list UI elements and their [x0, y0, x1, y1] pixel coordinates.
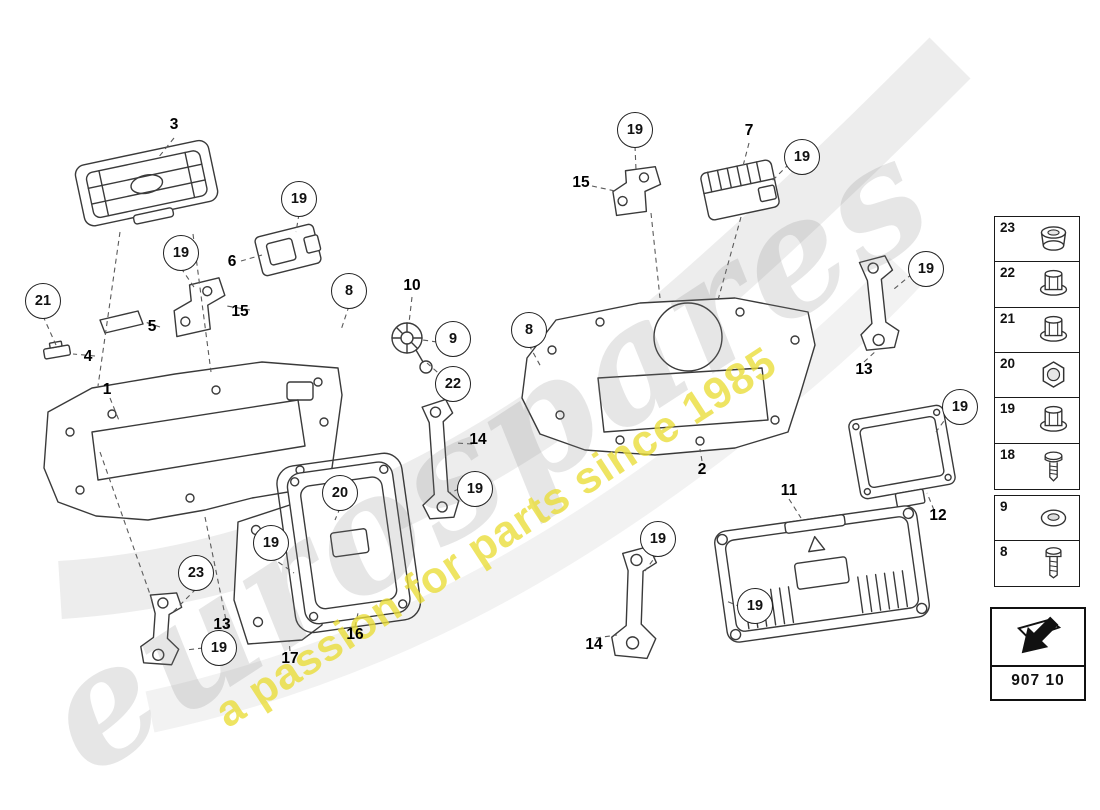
icon-area [992, 609, 1084, 667]
part-callout-19[interactable]: 19 [253, 525, 289, 561]
part-callout-8[interactable]: 8 [331, 273, 367, 309]
part-label-15[interactable]: 15 [231, 303, 249, 320]
part-label-15[interactable]: 15 [572, 174, 590, 191]
part-13-bracket-right [858, 255, 900, 351]
part-label-6[interactable]: 6 [227, 253, 237, 270]
fastener-table: 23 22 21 20 19 18 9 8 [994, 216, 1080, 587]
hex-nut-icon [1035, 356, 1072, 394]
part-callout-19[interactable]: 19 [617, 112, 653, 148]
fastener-number: 21 [1000, 310, 1016, 326]
part-label-5[interactable]: 5 [147, 318, 157, 335]
part-label-17[interactable]: 17 [281, 650, 299, 667]
part-10-sensor [391, 322, 433, 374]
fastener-row-18[interactable]: 18 [994, 442, 1080, 490]
fastener-row-8[interactable]: 8 [994, 539, 1080, 587]
part-label-2[interactable]: 2 [697, 461, 707, 478]
fastener-number: 8 [1000, 543, 1008, 559]
part-6-control-module [254, 223, 322, 277]
part-2-bracket-large-right [521, 297, 816, 456]
washer-icon [1035, 499, 1072, 537]
fastener-number: 23 [1000, 220, 1016, 235]
flange-nut-icon [1035, 311, 1072, 349]
part-label-7[interactable]: 7 [744, 122, 754, 139]
part-15-bracket-top [612, 165, 662, 217]
part-3-engine-control-unit [74, 139, 219, 227]
part-callout-19[interactable]: 19 [163, 235, 199, 271]
part-16-control-unit [276, 452, 422, 634]
part-label-4[interactable]: 4 [83, 348, 93, 365]
part-callout-21[interactable]: 21 [25, 283, 61, 319]
part-callout-20[interactable]: 20 [322, 475, 358, 511]
part-callout-9[interactable]: 9 [435, 321, 471, 357]
fastener-number: 9 [1000, 498, 1008, 514]
fastener-row-20[interactable]: 20 [994, 351, 1080, 399]
direction-arrow-icon [1016, 616, 1062, 654]
part-15-bracket-left [173, 277, 226, 338]
fastener-number: 18 [1000, 446, 1016, 462]
part-14-bracket-bottom [611, 545, 658, 660]
part-callout-19[interactable]: 19 [457, 471, 493, 507]
fastener-row-23[interactable]: 23 [994, 216, 1080, 263]
bushing-icon [1035, 220, 1072, 258]
part-label-1[interactable]: 1 [102, 381, 112, 398]
part-callout-19[interactable]: 19 [942, 389, 978, 425]
bolt-icon [1035, 544, 1072, 582]
part-label-11[interactable]: 11 [780, 482, 798, 499]
fastener-row-19[interactable]: 19 [994, 397, 1080, 445]
part-callout-19[interactable]: 19 [737, 588, 773, 624]
screw-icon [1035, 447, 1072, 485]
diagram-reference-box[interactable]: 907 10 [990, 607, 1086, 701]
part-callout-19[interactable]: 19 [784, 139, 820, 175]
part-callout-19[interactable]: 19 [908, 251, 944, 287]
part-callout-19[interactable]: 19 [201, 630, 237, 666]
part-7-control-module-top [700, 159, 780, 221]
part-1-bracket-large-left [43, 361, 343, 521]
part-14-bracket-middle [421, 398, 460, 520]
part-label-13[interactable]: 13 [855, 361, 873, 378]
part-label-12[interactable]: 12 [929, 507, 947, 524]
part-callout-23[interactable]: 23 [178, 555, 214, 591]
fastener-number: 22 [1000, 265, 1016, 281]
fastener-row-9[interactable]: 9 [994, 494, 1080, 542]
part-callout-22[interactable]: 22 [435, 366, 471, 402]
leader-lines [42, 137, 950, 652]
part-label-14[interactable]: 14 [469, 431, 487, 448]
fastener-number: 19 [1000, 401, 1016, 417]
part-callout-8[interactable]: 8 [511, 312, 547, 348]
part-label-16[interactable]: 16 [346, 626, 364, 643]
fastener-row-21[interactable]: 21 [994, 306, 1080, 354]
part-callout-19[interactable]: 19 [640, 521, 676, 557]
part-callout-19[interactable]: 19 [281, 181, 317, 217]
flange-nut-icon [1035, 401, 1072, 439]
fastener-number: 20 [1000, 355, 1016, 371]
part-label-13[interactable]: 13 [213, 616, 231, 633]
flange-nut-icon [1035, 265, 1072, 303]
part-12-control-module-right [848, 404, 956, 508]
part-5-plate [99, 310, 144, 334]
part-label-10[interactable]: 10 [403, 277, 421, 294]
part-label-14[interactable]: 14 [585, 636, 603, 653]
diagram-number: 907 10 [1011, 672, 1065, 689]
part-label-3[interactable]: 3 [169, 116, 179, 133]
fastener-row-22[interactable]: 22 [994, 261, 1080, 309]
